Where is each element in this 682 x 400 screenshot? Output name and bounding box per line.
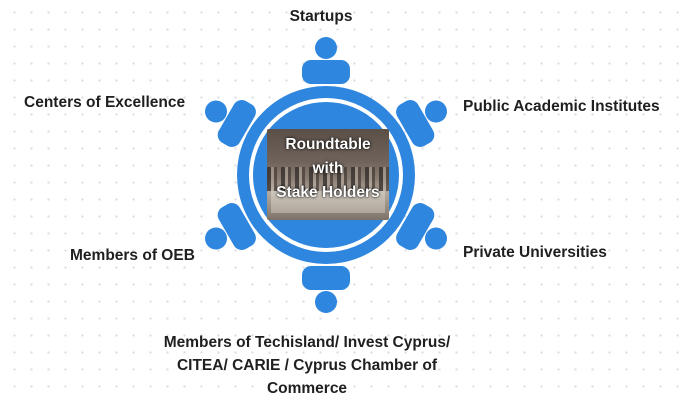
label-startups: Startups bbox=[289, 8, 353, 25]
person-icon bbox=[396, 203, 447, 250]
label-members-of-techisland: Members of Techisland/ Invest Cyprus/ CI… bbox=[80, 331, 534, 400]
label-members-of-oeb: Members of OEB bbox=[70, 247, 195, 264]
label-centers-of-excellence: Centers of Excellence bbox=[24, 94, 186, 111]
label-public-academic-institutes: Public Academic Institutes bbox=[463, 98, 660, 115]
person-icon bbox=[205, 203, 256, 250]
title-line-1: Roundtable bbox=[285, 136, 371, 153]
label-bottom-line-3: Commerce bbox=[266, 380, 348, 397]
label-bottom-line-1: Members of Techisland/ Invest Cyprus/ bbox=[163, 334, 451, 351]
roundtable-photo: Roundtable with Stake Holders bbox=[267, 129, 389, 220]
label-bottom-line-2: CITEA/ CARIE / Cyprus Chamber of bbox=[176, 357, 438, 374]
label-private-universities: Private Universities bbox=[463, 244, 607, 261]
photo-table bbox=[271, 191, 385, 213]
roundtable-ring bbox=[249, 98, 403, 252]
title-line-3: Stake Holders bbox=[276, 184, 380, 201]
person-icon bbox=[205, 100, 256, 147]
photo-attendees bbox=[267, 167, 389, 191]
person-icon bbox=[396, 100, 447, 147]
person-icon bbox=[302, 37, 350, 84]
person-icon bbox=[302, 266, 350, 313]
title-line-2: with bbox=[312, 160, 344, 177]
